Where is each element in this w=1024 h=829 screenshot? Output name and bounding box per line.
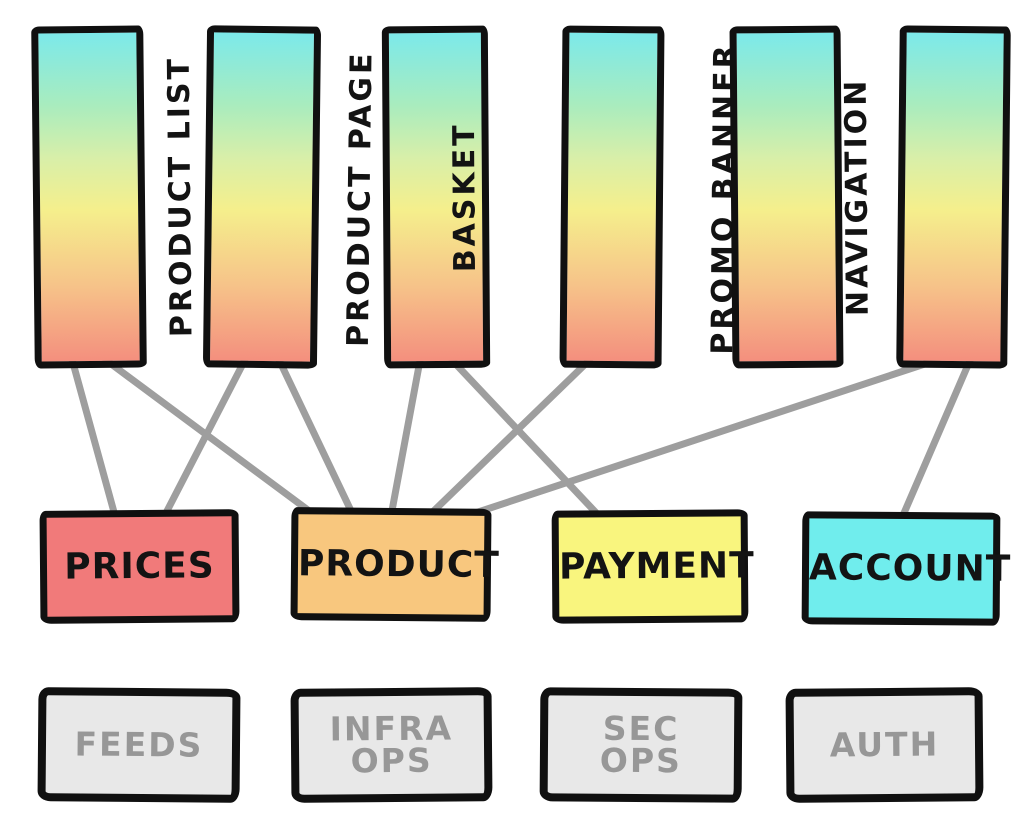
node-product-page: PRODUCT PAGE	[202, 25, 379, 369]
node-navigation: NAVIGATION	[729, 25, 876, 369]
node-product-list: PRODUCT LIST	[31, 25, 200, 369]
node-order-history: ORDER HISTORY	[896, 25, 1011, 369]
node-account-label: ACCOUNT	[808, 547, 1012, 590]
node-infra-ops: INFRA OPS	[290, 687, 493, 803]
node-basket: BASKET	[381, 25, 491, 369]
connection-order-history-product	[462, 356, 941, 520]
node-prices-label: PRICES	[64, 545, 215, 588]
node-product-label: PRODUCT	[297, 543, 500, 586]
node-payment-label: PAYMENT	[558, 545, 755, 588]
connection-product-page-prices	[159, 356, 249, 522]
node-product-list-label: PRODUCT LIST	[161, 55, 200, 337]
node-payment: PAYMENT	[551, 509, 755, 624]
connection-basket-product	[387, 356, 424, 520]
connection-product-list-product	[102, 356, 320, 520]
node-feeds: FEEDS	[37, 687, 241, 803]
node-basket-label: BASKET	[446, 121, 483, 272]
node-sec-ops-label: SEC OPS	[599, 708, 683, 781]
connection-basket-payment	[448, 356, 605, 522]
node-account: ACCOUNT	[801, 511, 1011, 626]
node-promo-banner: PROMO BANNER	[559, 25, 743, 369]
node-prices: PRICES	[39, 509, 240, 624]
node-infra-ops-label: INFRA OPS	[329, 708, 454, 781]
connection-product-list-prices	[68, 356, 120, 522]
connection-product-page-product	[275, 356, 357, 520]
node-product-page-label: PRODUCT PAGE	[340, 49, 380, 347]
connection-promo-banner-product	[425, 356, 594, 520]
node-auth-label: AUTH	[829, 724, 940, 765]
node-feeds-label: FEEDS	[74, 724, 204, 765]
node-sec-ops: SEC OPS	[539, 687, 743, 803]
node-product: PRODUCT	[290, 507, 500, 622]
node-navigation-label: NAVIGATION	[838, 77, 876, 316]
connection-order-history-account	[897, 356, 974, 524]
node-auth: AUTH	[785, 687, 984, 803]
